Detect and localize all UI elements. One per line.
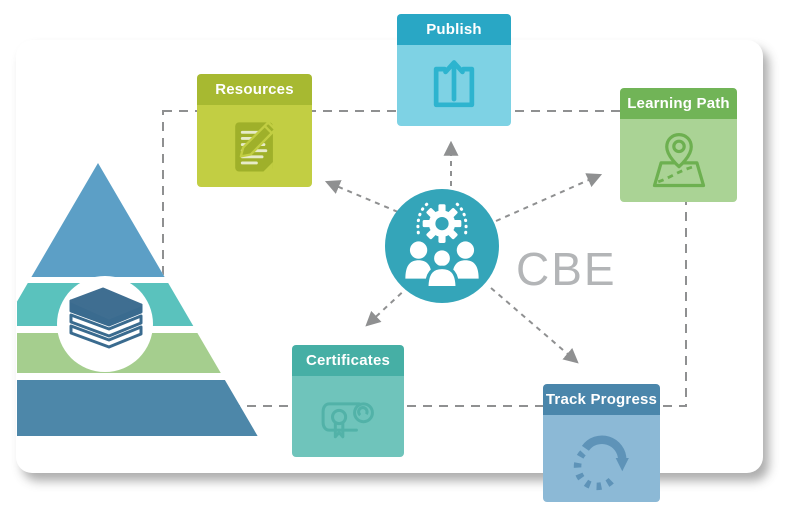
arrow-to-learning-path [495,173,603,222]
node-publish: Publish [397,14,511,126]
certificate-icon [321,401,374,438]
node-learning-path: Learning Path [620,88,737,202]
hub-arrows [324,140,603,364]
progress-spinner-icon [573,435,629,490]
node-publish-title: Publish [397,14,511,45]
map-pin-icon [652,132,705,187]
arrow-to-resources [324,180,399,213]
books-icon [69,287,143,349]
arrow-to-track-progress [490,287,579,364]
hub-circle [385,189,499,303]
node-learning-path-title: Learning Path [620,88,737,119]
node-track-progress: Track Progress [543,384,660,502]
node-certificates-title: Certificates [292,345,404,376]
team-gear-icon [405,202,479,290]
hub-label: CBE [516,243,617,295]
node-resources: Resources [197,74,312,187]
upload-icon [433,59,475,107]
document-pencil-icon [234,121,276,172]
node-track-progress-title: Track Progress [543,384,660,415]
node-resources-title: Resources [197,74,312,105]
pyramid-layer-1 [31,163,165,277]
pyramid-layer-4 [17,380,258,436]
pyramid-graphic [17,163,258,436]
node-certificates: Certificates [292,345,404,457]
